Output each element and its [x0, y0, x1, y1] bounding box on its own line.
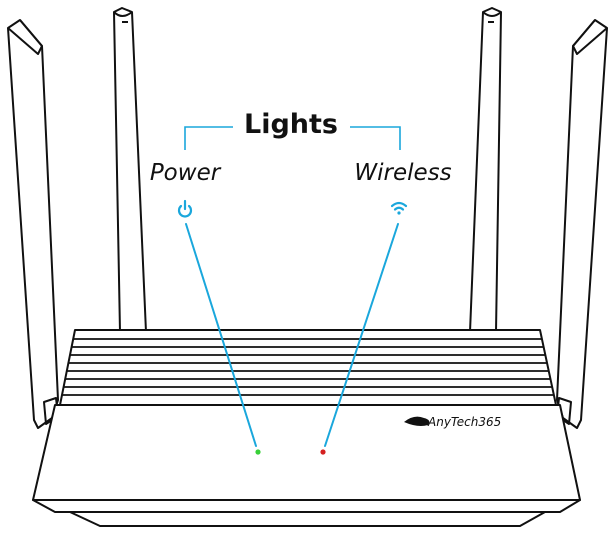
vent-slats [62, 338, 553, 396]
router-body [32, 329, 581, 527]
brand-logo: AnyTech365 [404, 415, 501, 429]
power-icon [177, 199, 193, 218]
callout-lines [185, 223, 399, 447]
wifi-icon [390, 201, 408, 215]
antenna-left-outer [7, 19, 59, 429]
power-led [255, 449, 261, 455]
brand-mark-icon [404, 416, 430, 426]
power-label: Power [150, 160, 222, 186]
lights-bracket [184, 126, 401, 150]
brand-name: AnyTech365 [427, 415, 501, 429]
power-callout-line [185, 223, 257, 447]
antenna-right-inner [469, 7, 502, 333]
diagram-title: Lights [244, 109, 338, 140]
wireless-led [320, 449, 326, 455]
antenna-left-inner [113, 7, 147, 333]
antenna-right-outer [556, 19, 608, 429]
wireless-label: Wireless [354, 160, 451, 186]
wireless-callout-line [324, 223, 399, 447]
